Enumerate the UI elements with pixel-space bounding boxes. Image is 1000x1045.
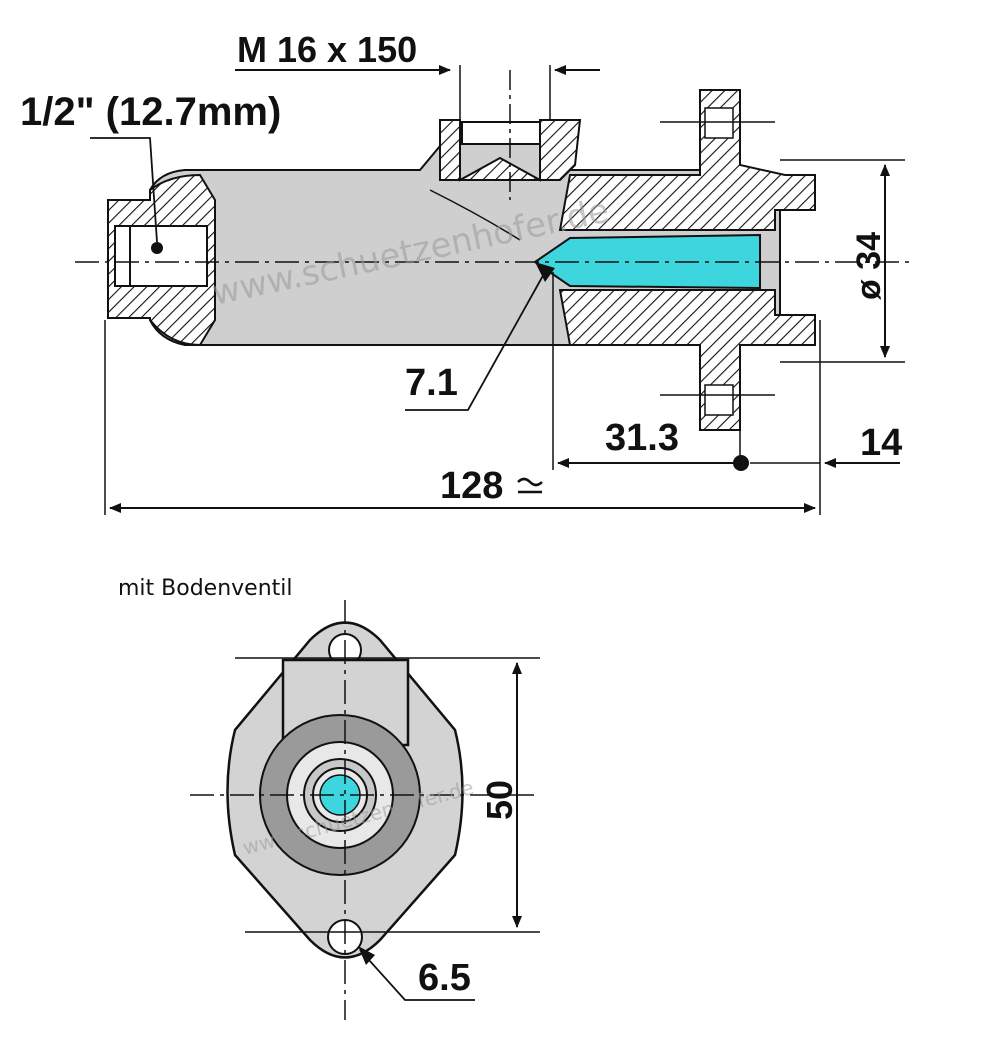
- port-bore: [114, 225, 208, 287]
- height-label: 50: [479, 780, 520, 820]
- front-view: mit Bodenventil 50 6.5 www.schuetzenhofe…: [118, 576, 540, 1020]
- thread-label: M 16 x 150: [237, 29, 417, 70]
- port-label: 1/2" (12.7mm): [20, 90, 281, 134]
- port-dot: [151, 242, 163, 254]
- front-view-caption: mit Bodenventil: [118, 576, 293, 601]
- bore-tip-label: 7.1: [405, 362, 458, 404]
- approx-symbol: [517, 477, 543, 494]
- length-label: 128: [440, 465, 503, 507]
- hole-label: 6.5: [418, 957, 471, 999]
- thread-boss: [439, 119, 582, 182]
- diameter-label: ø 34: [850, 232, 888, 300]
- stroke-label: 31.3: [605, 417, 679, 459]
- housing-lower: [558, 289, 816, 431]
- flange-label: 14: [860, 422, 902, 464]
- side-view: M 16 x 150 1/2" (12.7mm) ø 34 7.1 31.3 1…: [20, 29, 910, 515]
- housing-upper: [558, 89, 816, 231]
